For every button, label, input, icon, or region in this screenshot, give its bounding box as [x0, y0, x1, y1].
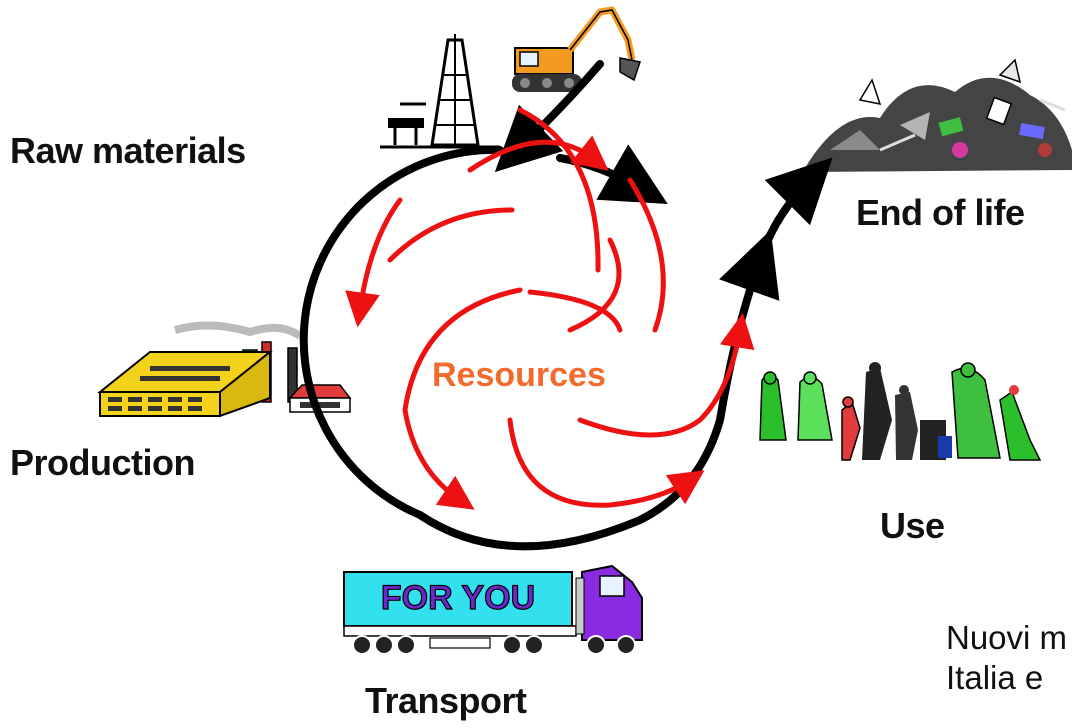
use-label: Use	[880, 505, 945, 546]
caption-line-1: Nuovi m	[946, 619, 1068, 656]
raw-materials-label: Raw materials	[10, 130, 246, 171]
excavator-icon	[512, 6, 641, 92]
resource-arrows	[345, 107, 755, 510]
production-label: Production	[10, 442, 195, 483]
resources-label: Resources	[432, 356, 606, 394]
caption-line-2: Italia e	[946, 659, 1044, 696]
drilling-rig-icon	[380, 34, 500, 149]
waste-pile-icon	[805, 58, 1072, 172]
transport-label: Transport	[365, 680, 527, 721]
end-of-life-label: End of life	[856, 192, 1025, 233]
caption-text: Nuovi m Italia e	[946, 618, 1067, 698]
factory-icon	[97, 321, 352, 418]
truck-sign: FOR YOU	[381, 579, 535, 617]
truck-icon: FOR YOU	[343, 564, 643, 655]
people-walking-icon	[759, 362, 1042, 461]
